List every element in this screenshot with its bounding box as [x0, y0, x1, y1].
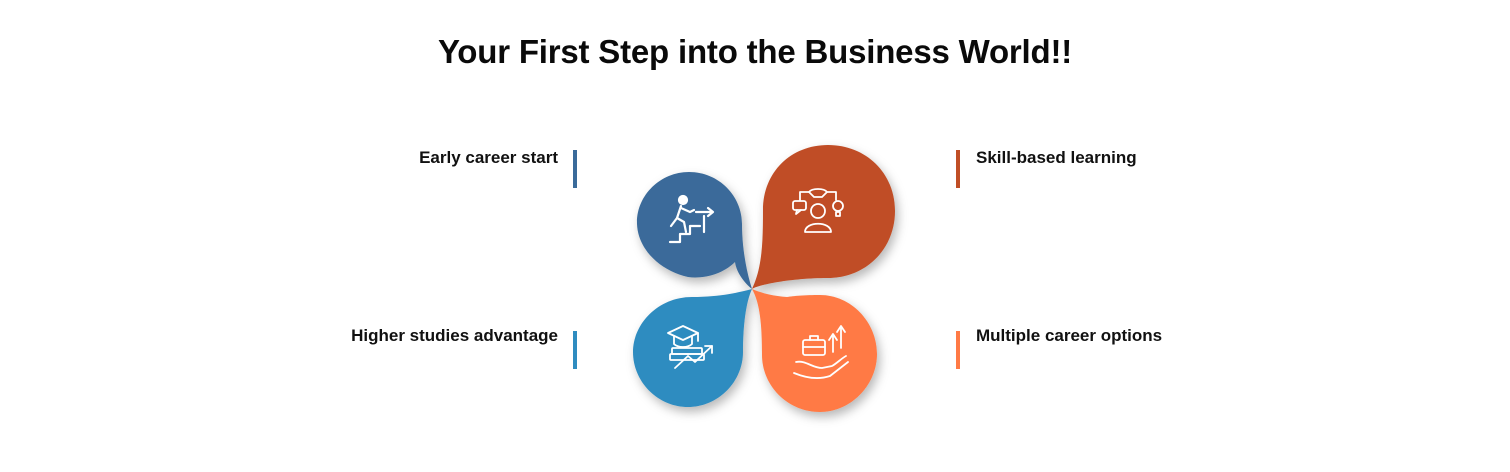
petal-skill-based-learning [752, 145, 895, 289]
climbing-stairs-icon [668, 194, 715, 244]
label-early-career-start: Early career start [419, 148, 558, 167]
label-multiple-career-options: Multiple career options [976, 326, 1163, 345]
career-options-icon [793, 325, 849, 380]
skills-person-icon [792, 188, 844, 233]
accent-bar-skill-based-learning [956, 150, 960, 188]
accent-bar-multiple-career-options [956, 331, 960, 369]
page-title: Your First Step into the Business World!… [437, 33, 1073, 70]
petal-multiple-career-options [752, 289, 877, 412]
graduation-growth-icon [667, 325, 713, 369]
label-higher-studies-advantage: Higher studies advantage [351, 326, 558, 345]
accent-bar-early-career-start [573, 150, 577, 188]
petal-early-career-start [636, 172, 752, 289]
label-skill-based-learning: Skill-based learning [976, 148, 1137, 167]
accent-bar-higher-studies-advantage [573, 331, 577, 369]
